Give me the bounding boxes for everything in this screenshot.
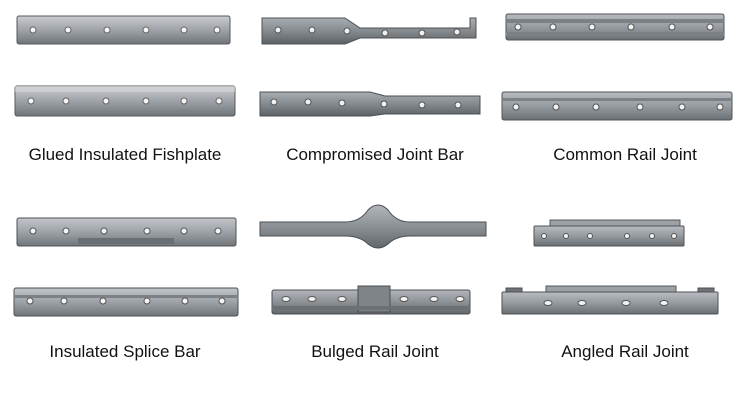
item-label: Bulged Rail Joint	[311, 342, 439, 361]
item-compromised-joint-bar: Compromised Joint Bar	[250, 0, 500, 180]
item-label: Compromised Joint Bar	[286, 145, 464, 164]
insulated-splice-bar-image	[13, 217, 239, 317]
angled-rail-joint-image	[501, 219, 719, 315]
compromised-joint-bar-image	[259, 17, 481, 117]
glued-insulated-fishplate-image	[14, 15, 236, 117]
common-rail-joint-image	[501, 13, 733, 121]
item-label: Common Rail Joint	[553, 145, 697, 164]
item-bulged-rail-joint: Bulged Rail Joint	[250, 200, 500, 380]
bulged-rail-joint-image	[259, 204, 487, 315]
item-insulated-splice-bar: Insulated Splice Bar	[0, 200, 250, 380]
item-angled-rail-joint: Angled Rail Joint	[500, 200, 750, 380]
item-glued-insulated-fishplate: Glued Insulated Fishplate	[0, 0, 250, 180]
item-label: Angled Rail Joint	[561, 342, 689, 361]
item-common-rail-joint: Common Rail Joint	[500, 0, 750, 180]
item-label: Glued Insulated Fishplate	[28, 145, 222, 164]
item-label: Insulated Splice Bar	[49, 342, 201, 361]
